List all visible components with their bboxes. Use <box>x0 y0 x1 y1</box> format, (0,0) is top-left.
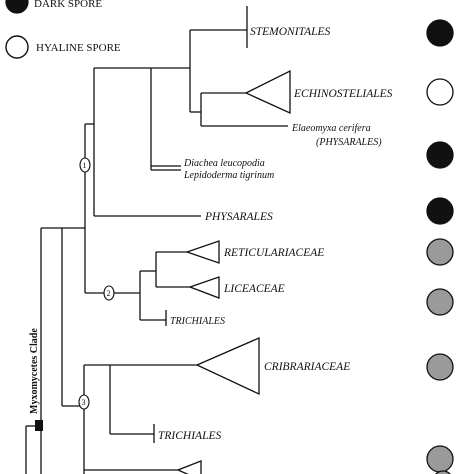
echinosteliales-triangle <box>244 69 291 115</box>
taxon-trichiales-1: TRICHIALES <box>170 316 225 327</box>
bottom-triangle <box>176 460 202 474</box>
spore-column <box>426 19 454 474</box>
node-2-label: 2 <box>107 289 111 298</box>
spore-dot-bottom <box>434 470 452 474</box>
spore-dot-reticulariaceae <box>426 238 454 266</box>
spore-dot-physarales <box>426 197 454 225</box>
taxon-diachea: Diachea leucopodia <box>183 158 265 169</box>
clade-marker <box>35 420 43 431</box>
hyaline-spore-legend-dot <box>5 35 29 59</box>
taxon-trichiales-2: TRICHIALES <box>158 430 222 442</box>
node-2-marker <box>103 285 115 301</box>
dark-spore-legend-label: DARK SPORE <box>34 0 102 10</box>
node-3-marker <box>78 394 90 410</box>
node-3-label: 3 <box>82 398 86 407</box>
taxon-cribrariaceae: CRIBRARIACEAE <box>264 361 350 373</box>
clade-label: Myxomycetes Clade <box>29 328 40 414</box>
taxon-reticulariaceae: RETICULARIACEAE <box>223 247 324 259</box>
tree-branches <box>25 6 288 474</box>
taxon-echinosteliales: ECHINOSTELIALES <box>293 88 393 100</box>
taxon-elaeomyxa-order: (PHYSARALES) <box>316 137 382 148</box>
spore-dot-cribrariaceae <box>426 353 454 381</box>
node-1-marker <box>79 157 91 173</box>
taxon-lepidoderma: Lepidoderma tigrinum <box>183 170 274 181</box>
spore-dot-echinosteliales <box>426 78 454 106</box>
taxon-elaeomyxa: Elaeomyxa cerifera <box>291 123 371 134</box>
spore-dot-elaeomyxa <box>426 141 454 169</box>
spore-dot-stemonitales <box>426 19 454 47</box>
taxon-liceaceae: LICEACEAE <box>223 283 285 295</box>
spore-dot-trichiales <box>426 445 454 473</box>
liceaceae-triangle <box>188 276 220 299</box>
hyaline-spore-legend-label: HYALINE SPORE <box>36 42 121 54</box>
spore-dot-liceaceae <box>426 288 454 316</box>
taxon-stemonitales: STEMONITALES <box>250 26 331 38</box>
reticulariaceae-triangle <box>185 240 220 264</box>
node-1-label: 1 <box>83 161 87 170</box>
taxon-physarales: PHYSARALES <box>204 211 273 223</box>
cribrariaceae-triangle <box>195 337 260 396</box>
dark-spore-legend-dot <box>5 0 29 14</box>
